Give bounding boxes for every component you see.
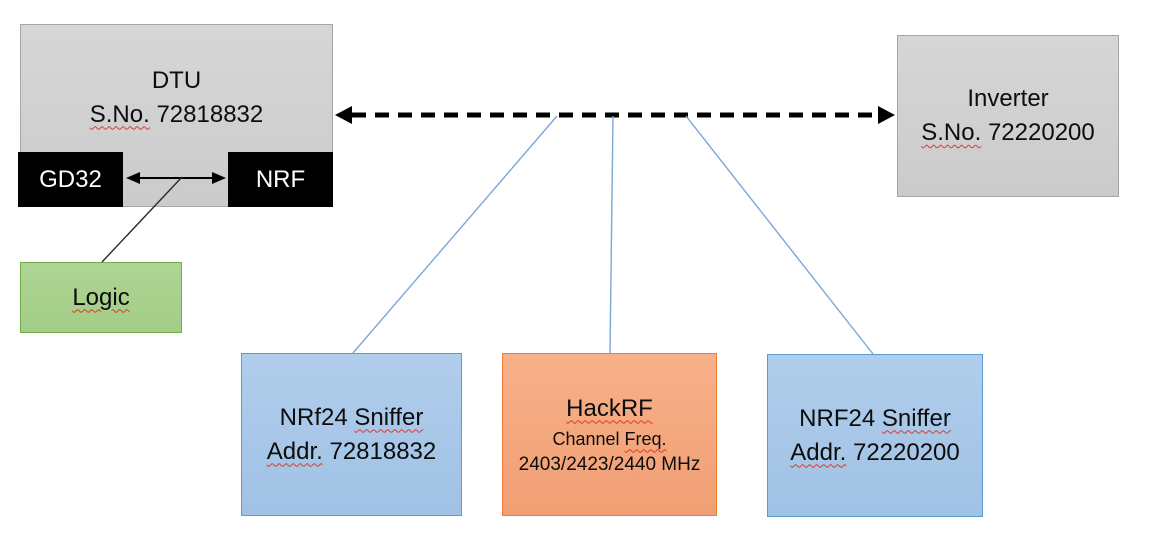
hackrf-title: HackRF [566, 394, 653, 422]
sniffer1-sniffer-word: Sniffer [354, 403, 424, 431]
sniffer1-name: NRf24 [279, 403, 348, 431]
inverter-sno-label: S.No. [921, 119, 982, 146]
inverter-box: Inverter S.No. 72220200 [897, 35, 1119, 197]
sniffer2-box: NRF24 Sniffer Addr. 72220200 [767, 354, 983, 517]
sniffer2-addr-label: Addr. [790, 438, 847, 466]
hackrf-channel-word: Channel [552, 428, 620, 449]
sniffer2-name: NRF24 [799, 404, 876, 432]
gd32-chip-box: GD32 [18, 152, 123, 207]
sniffer2-addr-value: 72220200 [852, 438, 960, 466]
dtu-serial-number: 72818832 [156, 100, 264, 128]
hackrf-freq-word: Freq. [624, 428, 667, 449]
hackrf-connector-line [609, 115, 614, 354]
nrf-chip-box: NRF [228, 152, 333, 207]
hackrf-channel-line: Channel Freq. [552, 426, 666, 452]
gd32-label: GD32 [39, 165, 102, 193]
nrf-label: NRF [255, 165, 306, 193]
sniffer1-addr-value: 72818832 [329, 437, 437, 465]
sniffer1-title-line: NRf24 Sniffer [280, 401, 424, 435]
sniffer1-box: NRf24 Sniffer Addr. 72818832 [241, 353, 462, 516]
logic-box: Logic [20, 262, 182, 333]
dtu-title: DTU [151, 66, 202, 94]
hackrf-frequencies: 2403/2423/2440 MHz [518, 453, 701, 475]
hackrf-box: HackRF Channel Freq. 2403/2423/2440 MHz [502, 353, 717, 516]
sniffer1-connector-line [352, 115, 558, 354]
dtu-sno-label: S.No. [89, 100, 150, 128]
inverter-serial-number: 72220200 [987, 119, 1095, 146]
sniffer2-connector-line [685, 115, 874, 355]
rf-link-right-arrowhead-icon [878, 106, 895, 124]
sniffer2-sniffer-word: Sniffer [881, 404, 951, 432]
sniffer2-title-line: NRF24 Sniffer [799, 402, 951, 436]
inverter-title: Inverter [967, 85, 1049, 112]
sniffer1-addr-label: Addr. [266, 437, 323, 465]
inverter-serial-line: S.No. 72220200 [921, 116, 1094, 150]
logic-label: Logic [72, 283, 130, 311]
sniffer1-addr-line: Addr. 72818832 [267, 435, 437, 469]
dtu-serial-line: S.No. 72818832 [90, 98, 263, 132]
sniffer2-addr-line: Addr. 72220200 [790, 436, 960, 470]
rf-link-left-arrowhead-icon [335, 106, 352, 124]
